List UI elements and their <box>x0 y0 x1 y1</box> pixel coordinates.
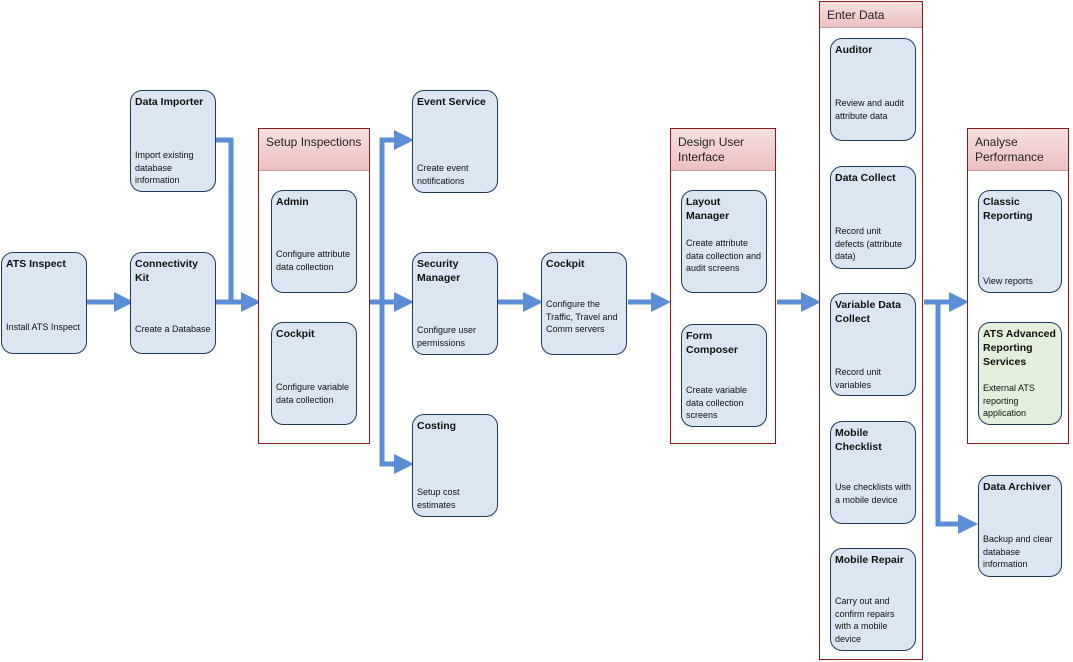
arrow-to-event-service <box>379 130 414 302</box>
group-title: Analyse Performance <box>968 129 1068 171</box>
arrow-importer-to-setup <box>216 137 234 302</box>
node-data-importer: Data Importer Import existing database i… <box>130 90 216 192</box>
node-data-collect: Data Collect Record unit defects (attrib… <box>830 166 916 269</box>
node-data-archiver: Data Archiver Backup and clear database … <box>978 475 1062 577</box>
node-admin: Admin Configure attribute data collectio… <box>271 190 357 293</box>
node-classic-reporting: Classic Reporting View reports <box>978 190 1062 293</box>
node-connectivity-kit: Connectivity Kit Create a Database <box>130 252 216 354</box>
node-variable-data-collect: Variable Data Collect Record unit variab… <box>830 293 916 396</box>
arrow-to-data-archiver <box>935 302 978 534</box>
group-title: Enter Data <box>820 2 922 28</box>
arrow-to-costing <box>379 302 414 474</box>
node-event-service: Event Service Create event notifications <box>412 90 498 193</box>
node-auditor: Auditor Review and audit attribute data <box>830 38 916 141</box>
node-ats-inspect: ATS Inspect Install ATS Inspect <box>1 252 87 354</box>
node-cockpit-setup: Cockpit Configure variable data collecti… <box>271 322 357 425</box>
node-cockpit-servers: Cockpit Configure the Traffic, Travel an… <box>541 252 627 355</box>
node-security-manager: Security Manager Configure user permissi… <box>412 252 498 355</box>
node-ats-advanced-reporting: ATS Advanced Reporting Services External… <box>978 322 1062 425</box>
node-form-composer: Form Composer Create variable data colle… <box>681 324 767 427</box>
node-mobile-repair: Mobile Repair Carry out and confirm repa… <box>830 548 916 651</box>
node-mobile-checklist: Mobile Checklist Use checklists with a m… <box>830 421 916 524</box>
node-layout-manager: Layout Manager Create attribute data col… <box>681 190 767 293</box>
group-title: Setup Inspections <box>259 129 369 171</box>
group-title: Design User Interface <box>671 129 775 171</box>
node-costing: Costing Setup cost estimates <box>412 414 498 517</box>
